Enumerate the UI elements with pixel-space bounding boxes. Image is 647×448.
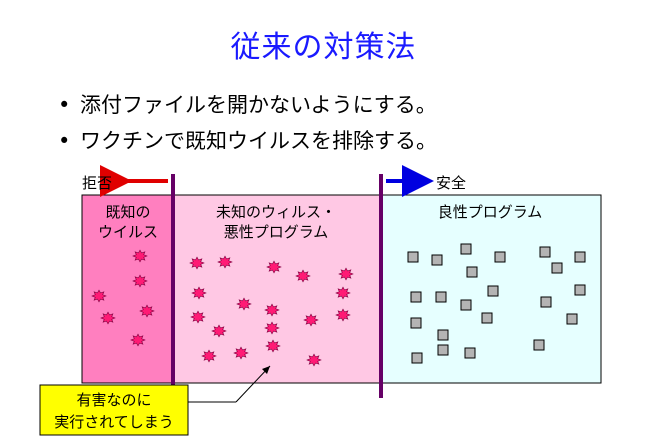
program-square-icon (411, 352, 423, 364)
program-square-icon (437, 329, 449, 341)
callout-leader-line (235, 365, 271, 403)
virus-icon (303, 313, 319, 327)
bullet-marker: • (58, 93, 71, 117)
callout-text-line2: 実行されてしまう (54, 413, 174, 431)
virus-icon (264, 321, 280, 335)
bullet-text: ワクチンで既知ウイルスを排除する。 (80, 129, 437, 153)
virus-icon (201, 349, 217, 363)
program-square-icon (407, 251, 419, 263)
virus-icon (132, 274, 148, 288)
virus-icon (264, 303, 280, 317)
virus-icon (266, 260, 282, 274)
program-square-icon (460, 243, 472, 255)
program-square-icon (540, 296, 552, 308)
known-virus-icons (91, 249, 155, 347)
callout-text-line1: 有害なのに (76, 391, 151, 409)
program-square-icon (437, 344, 449, 356)
virus-icon (233, 346, 249, 360)
callout-arrowhead (262, 366, 270, 374)
benign-program-icons (407, 243, 586, 364)
program-square-icon (460, 299, 472, 311)
bullet-item: • 添付ファイルを開かないようにする。 (58, 89, 437, 119)
virus-icon (295, 269, 311, 283)
virus-icon (189, 256, 205, 270)
program-square-icon (410, 317, 422, 329)
program-square-icon (410, 291, 422, 303)
virus-icon (190, 310, 206, 324)
virus-icon (130, 333, 146, 347)
program-square-icon (539, 246, 551, 258)
virus-icon (217, 255, 233, 269)
virus-icon (335, 308, 351, 322)
program-square-icon (551, 262, 563, 274)
program-square-icon (574, 251, 586, 263)
program-square-icon (533, 339, 545, 351)
virus-icon (139, 304, 155, 318)
virus-icon (191, 286, 207, 300)
known-virus-region (81, 194, 174, 384)
program-square-icon (494, 251, 506, 263)
program-square-icon (487, 285, 499, 297)
virus-icon (338, 267, 354, 281)
program-square-icon (435, 291, 447, 303)
slide-title: 従来の対策法 (230, 30, 417, 65)
bullet-text: 添付ファイルを開かないようにする。 (80, 93, 437, 117)
virus-icon (132, 249, 148, 263)
bullet-item: • ワクチンで既知ウイルスを排除する。 (58, 125, 437, 155)
known-region-label-line1: 既知の (105, 203, 150, 221)
virus-icon (265, 339, 281, 353)
virus-icon (100, 311, 116, 325)
bullet-marker: • (58, 129, 71, 153)
program-square-icon (574, 284, 586, 296)
virus-icon (211, 324, 227, 338)
unknown-region-label-line2: 悪性プログラム (224, 223, 329, 241)
benign-region-label: 良性プログラム (438, 203, 543, 221)
program-square-icon (464, 347, 476, 359)
program-square-icon (431, 254, 443, 266)
callout-box (39, 384, 189, 436)
virus-icon (335, 286, 351, 300)
safe-label: 安全 (436, 174, 466, 192)
unknown-virus-icons (189, 255, 354, 367)
program-square-icon (466, 266, 478, 278)
known-region-label-line2: ウイルス (98, 223, 158, 241)
virus-icon (91, 289, 107, 303)
virus-icon (236, 297, 252, 311)
program-square-icon (566, 313, 578, 325)
virus-icon (306, 353, 322, 367)
program-square-icon (481, 312, 493, 324)
unknown-region-label-line1: 未知のウィルス・ (216, 203, 336, 221)
reject-label: 拒否 (82, 174, 112, 192)
